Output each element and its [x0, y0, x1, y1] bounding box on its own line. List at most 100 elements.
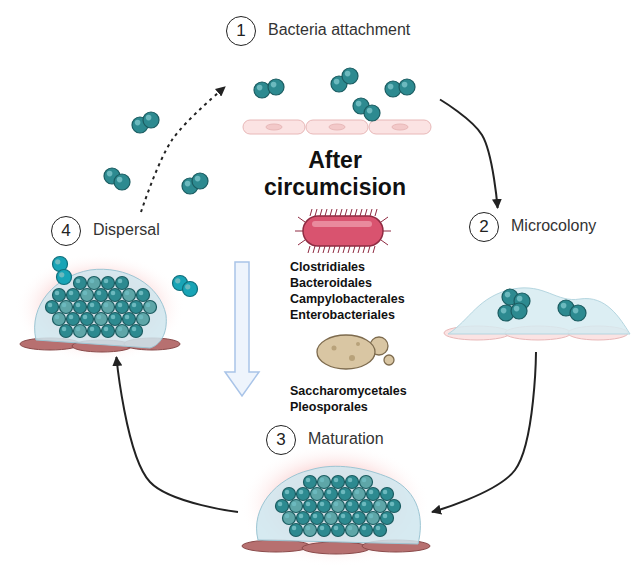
coccus [374, 524, 387, 537]
coccus-highlight [334, 526, 339, 531]
stage-number: 1 [226, 16, 256, 46]
coccus [332, 500, 345, 513]
coccus-highlight [341, 514, 346, 519]
bacterium-cilia [295, 209, 391, 253]
coccus-highlight [271, 82, 277, 88]
coccus-highlight [111, 315, 116, 320]
coccus [123, 289, 136, 302]
cycle-arrow [432, 352, 536, 512]
stage-label: Maturation [308, 430, 384, 448]
coccus-highlight [299, 490, 304, 495]
coccus-highlight [362, 478, 367, 483]
coccus-highlight [76, 303, 81, 308]
coccus [311, 512, 324, 525]
coccus [137, 289, 150, 302]
cycle-arrow [116, 357, 238, 512]
yeast-icon [317, 335, 394, 369]
coccus [60, 301, 73, 314]
coccus [183, 282, 198, 297]
coccus [385, 81, 401, 97]
stage-node: 2Microcolony [440, 208, 632, 352]
coccus-highlight [117, 177, 123, 183]
coccus [144, 301, 157, 314]
taxon-label: Saccharomycetales [290, 384, 407, 398]
coccus-highlight [306, 526, 311, 531]
coccus-highlight [185, 181, 191, 187]
direction-arrow [225, 262, 259, 396]
inflammation-glow [240, 443, 430, 567]
coccus [53, 313, 66, 326]
bacterium-icon [303, 216, 383, 246]
coccus [367, 512, 380, 525]
coccus-highlight [83, 315, 88, 320]
coccus-highlight [306, 478, 311, 483]
coccus [325, 488, 338, 501]
biofilm [35, 269, 167, 348]
coccus [346, 500, 359, 513]
coccus-highlight [573, 308, 579, 314]
coccus [318, 476, 331, 489]
stage-node: 4Dispersal [18, 212, 182, 357]
coccus-highlight [55, 291, 60, 296]
coccus [137, 313, 150, 326]
coccus [276, 500, 289, 513]
coccus-highlight [334, 502, 339, 507]
coccus [74, 301, 87, 314]
coccus-highlight [125, 315, 130, 320]
coccus-highlight [505, 292, 511, 298]
stage-number: 3 [266, 425, 296, 455]
biofilm [448, 288, 630, 334]
coccus-highlight [104, 303, 109, 308]
coccus [143, 112, 159, 128]
coccus-highlight [376, 502, 381, 507]
coccus-highlight [48, 303, 53, 308]
coccus [114, 174, 130, 190]
coccus [374, 500, 387, 513]
coccus-highlight [185, 284, 190, 289]
coccus-highlight [69, 291, 74, 296]
coccus [360, 500, 373, 513]
coccus [57, 270, 72, 285]
coccus [60, 325, 73, 338]
coccus-highlight [139, 315, 144, 320]
coccus-highlight [388, 84, 394, 90]
coccus [88, 277, 101, 290]
coccus-highlight [334, 478, 339, 483]
coccus [360, 476, 373, 489]
bacteria [46, 68, 587, 537]
bacterium-highlight [312, 221, 372, 227]
cycle-arrow [141, 87, 225, 212]
coccus-highlight [195, 176, 201, 182]
coccus [116, 301, 129, 314]
coccus [367, 488, 380, 501]
coccus-highlight [257, 85, 263, 91]
coccus [254, 82, 270, 98]
coccus [381, 488, 394, 501]
coccus-highlight [320, 502, 325, 507]
coccus-highlight [104, 279, 109, 284]
coccus [88, 325, 101, 338]
coccus [290, 500, 303, 513]
stage-number: 2 [469, 212, 499, 242]
stage-node: 3 Maturation [238, 421, 432, 561]
coccus-highlight [383, 514, 388, 519]
stage-label: Bacteria attachment [268, 21, 410, 39]
coccus [297, 512, 310, 525]
coccus-highlight [90, 279, 95, 284]
coccus [332, 524, 345, 537]
coccus-highlight [69, 315, 74, 320]
coccus [304, 500, 317, 513]
coccus-highlight [334, 79, 340, 85]
coccus-highlight [390, 502, 395, 507]
coccus-highlight [76, 327, 81, 332]
taxon-label: Pleosporales [290, 400, 368, 414]
coccus-highlight [292, 526, 297, 531]
biofilm [257, 466, 421, 544]
coccus-highlight [369, 514, 374, 519]
coccus [381, 512, 394, 525]
coccus [268, 79, 284, 95]
coccus [46, 301, 59, 314]
coccus [283, 512, 296, 525]
coccus-highlight [132, 303, 137, 308]
coccus-highlight [278, 502, 283, 507]
